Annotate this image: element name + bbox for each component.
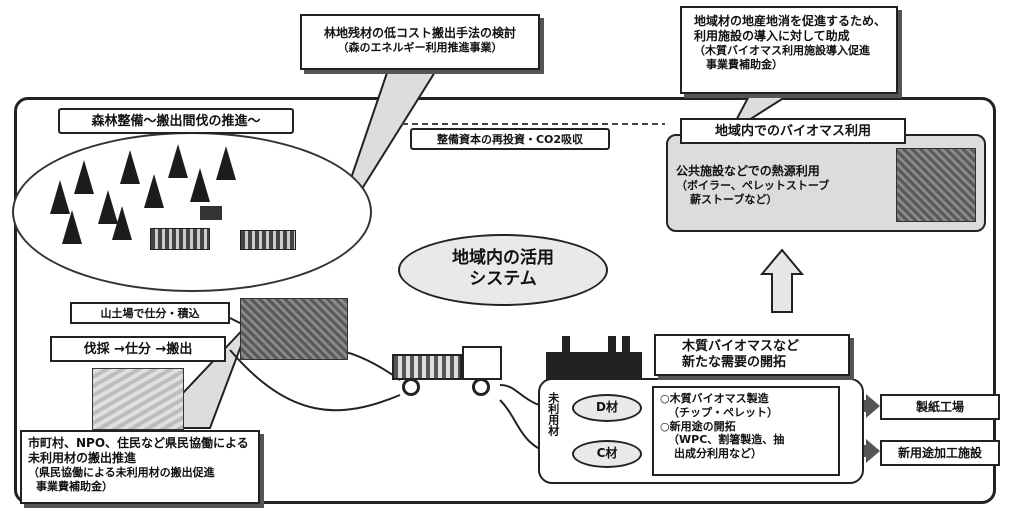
- citizen-line4: 事業費補助金）: [36, 479, 113, 493]
- tree-icon: [168, 144, 188, 178]
- flow-box: 伐採 →仕分 →搬出: [50, 336, 226, 362]
- tree-icon: [74, 160, 94, 194]
- products-box: ○木質バイオマス製造 （チップ・ペレット） ○新用途の開拓 （WPC、割箸製造、…: [652, 386, 840, 476]
- up-arrow-icon: [760, 248, 804, 313]
- tree-icon: [112, 206, 132, 240]
- low-cost-line2: （森のエネルギー利用推進事業）: [337, 41, 503, 54]
- harvester-icon: [200, 206, 222, 220]
- log-pile-icon: [240, 230, 296, 250]
- tree-icon: [62, 210, 82, 244]
- flow-curve-lower: [229, 349, 401, 412]
- products-line1: ○木質バイオマス製造: [660, 392, 769, 405]
- citizen-line2: 未利用材の搬出推進: [28, 451, 137, 465]
- newuse-facility-label: 新用途加工施設: [897, 446, 982, 460]
- log-pile-icon: [150, 228, 210, 250]
- system-line1: 地域内の活用: [452, 248, 554, 268]
- system-ellipse: 地域内の活用 システム: [398, 234, 608, 306]
- newuse-facility-box: 新用途加工施設: [880, 440, 1000, 466]
- stove-photo: [896, 148, 976, 222]
- biomass-use-line1: 公共施設などでの熱源利用: [676, 164, 820, 178]
- reinvest-label: 整備資本の再投資・CO2吸収: [436, 133, 584, 146]
- factory-icon: [540, 336, 650, 382]
- forest-trees: [40, 140, 300, 260]
- d-material-badge: D材: [572, 394, 642, 422]
- subsidy-line3: （木質バイオマス利用施設導入促進: [694, 44, 870, 57]
- biomass-use-title-box: 地域内でのバイオマス利用: [680, 118, 906, 144]
- biomass-use-text: 公共施設などでの熱源利用 （ボイラー、ペレットストーブ 薪ストーブなど）: [676, 164, 876, 224]
- field-photo: [92, 368, 184, 430]
- forest-title-box: 森林整備～搬出間伐の推進～: [58, 108, 294, 134]
- system-frame: [14, 97, 996, 504]
- tree-icon: [216, 146, 236, 180]
- sorting-box: 山土場で仕分・積込: [70, 302, 230, 324]
- paper-mill-box: 製紙工場: [880, 394, 1000, 420]
- forest-title: 森林整備～搬出間伐の推進～: [91, 114, 261, 129]
- low-cost-line1: 林地残材の低コスト搬出手法の検討: [323, 26, 516, 40]
- subsidy-line2: 利用施設の導入に対して助成: [694, 29, 850, 43]
- system-line2: システム: [469, 269, 537, 290]
- c-material-badge: C材: [572, 440, 642, 468]
- tree-icon: [120, 150, 140, 184]
- d-material-label: D材: [596, 400, 618, 414]
- products-line3: ○新用途の開拓: [660, 419, 736, 433]
- citizen-line3: （県民協働による未利用材の搬出促進: [28, 466, 215, 479]
- products-line5: 出成分利用など）: [674, 447, 762, 460]
- truck-icon: [392, 340, 512, 400]
- tree-icon: [50, 180, 70, 214]
- citizen-line1: 市町村、NPO、住民など県民協働による: [28, 436, 249, 450]
- reinvest-box: 整備資本の再投資・CO2吸収: [410, 128, 610, 150]
- materials-side-label-box: 未利用材: [546, 392, 562, 452]
- tree-icon: [190, 168, 210, 202]
- sorting-yard-photo: [240, 298, 348, 360]
- demand-box: 木質バイオマスなど 新たな需要の開拓: [654, 334, 850, 376]
- biomass-use-title: 地域内でのバイオマス利用: [714, 124, 871, 139]
- products-line4: （WPC、割箸製造、抽: [668, 433, 785, 447]
- materials-side-label: 未利用材: [546, 392, 560, 436]
- sorting-label: 山土場で仕分・積込: [100, 307, 200, 320]
- subsidy-callout: 地域材の地産地消を促進するため、 利用施設の導入に対して助成 （木質バイオマス利…: [680, 6, 898, 94]
- low-cost-callout: 林地残材の低コスト搬出手法の検討 （森のエネルギー利用推進事業）: [300, 14, 540, 70]
- products-line2: （チップ・ペレット）: [668, 405, 778, 419]
- subsidy-line4: 事業費補助金）: [706, 57, 783, 71]
- demand-line1: 木質バイオマスなど: [682, 339, 800, 354]
- flow-label: 伐採 →仕分 →搬出: [83, 342, 193, 357]
- citizen-callout: 市町村、NPO、住民など県民協働による 未利用材の搬出推進 （県民協働による未利…: [20, 430, 260, 504]
- demand-line2: 新たな需要の開拓: [682, 355, 787, 371]
- tree-icon: [144, 174, 164, 208]
- subsidy-line1: 地域材の地産地消を促進するため、: [694, 14, 887, 28]
- biomass-use-line3: 薪ストーブなど）: [690, 192, 778, 206]
- paper-mill-label: 製紙工場: [915, 400, 964, 414]
- biomass-use-line2: （ボイラー、ペレットストーブ: [676, 179, 830, 192]
- c-material-label: C材: [596, 446, 618, 460]
